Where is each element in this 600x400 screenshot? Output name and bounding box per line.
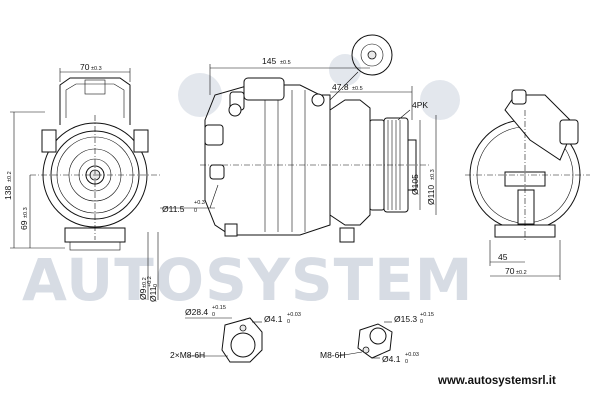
dim-pulley: Ø105 Ø110 ±0.3	[410, 115, 437, 215]
detail-flange-1	[185, 317, 263, 363]
dim-detail2-d2: Ø4.1 +0.03 0	[382, 352, 419, 365]
svg-text:Ø4.1: Ø4.1	[264, 314, 283, 324]
dim-center-offset: 47.8 ±0.5	[330, 82, 413, 120]
side-view	[200, 77, 430, 243]
dim-detail1-thread: 2×M8-6H	[170, 350, 205, 360]
svg-text:+0.15: +0.15	[212, 305, 226, 311]
svg-text:47.8: 47.8	[332, 82, 349, 92]
svg-text:45: 45	[498, 252, 508, 262]
svg-text:0: 0	[212, 312, 215, 318]
dim-detail1-d1: Ø28.4 +0.15 0	[185, 305, 226, 318]
svg-text:0: 0	[194, 208, 197, 214]
svg-text:Ø110: Ø110	[426, 185, 436, 205]
dim-detail2-d1: Ø15.3 +0.15 0	[394, 312, 434, 325]
svg-text:+0.03: +0.03	[405, 352, 419, 358]
website-url: www.autosystemsrl.it	[437, 375, 556, 387]
svg-text:+0.3: +0.3	[194, 200, 205, 206]
front-view	[30, 77, 160, 251]
svg-text:±0.5: ±0.5	[280, 60, 291, 66]
watermark-text: AUTOSYSTEM	[22, 246, 474, 314]
detail-port-icon	[329, 34, 393, 101]
svg-text:±0.3: ±0.3	[430, 169, 436, 180]
svg-text:Ø4.1: Ø4.1	[382, 354, 401, 364]
dim-left-width: 70 ±0.3	[59, 62, 131, 82]
svg-text:0: 0	[405, 359, 408, 365]
svg-text:Ø9: Ø9	[138, 288, 148, 300]
dim-left-height: 138 ±0.2	[3, 111, 65, 249]
svg-text:0: 0	[420, 319, 423, 325]
svg-text:2×M8-6H: 2×M8-6H	[170, 350, 205, 360]
svg-text:+0.15: +0.15	[420, 312, 434, 318]
svg-text:±0.2: ±0.2	[516, 270, 527, 276]
svg-text:Ø15.3: Ø15.3	[394, 314, 417, 324]
dim-detail2-thread: M8-6H	[320, 350, 346, 360]
svg-text:70: 70	[80, 62, 90, 72]
svg-text:±0.3: ±0.3	[91, 66, 102, 72]
svg-text:69: 69	[19, 220, 29, 230]
svg-text:70: 70	[505, 266, 515, 276]
dim-right-width: 70 ±0.2	[490, 240, 561, 280]
watermark-gear-icon	[178, 54, 460, 120]
svg-text:0: 0	[287, 319, 290, 325]
dim-right-45: 45	[489, 240, 525, 266]
svg-text:±0.3: ±0.3	[23, 207, 29, 218]
svg-text:±0.2: ±0.2	[7, 171, 13, 182]
detail-flange-2	[337, 321, 393, 359]
svg-text:Ø105: Ø105	[410, 174, 420, 195]
svg-text:±0.5: ±0.5	[352, 86, 363, 92]
svg-text:Ø28.4: Ø28.4	[185, 307, 208, 317]
svg-text:4PK: 4PK	[412, 100, 428, 110]
svg-text:±0.2: ±0.2	[142, 277, 148, 288]
label-belt: 4PK	[397, 100, 428, 121]
rear-view	[465, 89, 590, 240]
svg-text:M8-6H: M8-6H	[320, 350, 346, 360]
svg-text:Ø11: Ø11	[148, 286, 158, 302]
svg-text:138: 138	[3, 186, 13, 200]
dim-center-length: 145 ±0.5	[209, 56, 370, 95]
svg-text:145: 145	[262, 56, 276, 66]
svg-text:+0.2: +0.2	[147, 276, 153, 287]
svg-text:Ø11.5: Ø11.5	[162, 204, 185, 214]
svg-text:+0.03: +0.03	[287, 312, 301, 318]
dim-hole: Ø11.5 +0.3 0	[160, 184, 219, 214]
dim-bores: Ø9 ±0.2 Ø11 +0.2 0	[138, 232, 159, 302]
svg-text:0: 0	[153, 284, 159, 287]
dim-left-inner-height: 69 ±0.3	[19, 175, 31, 248]
dim-detail1-d2: Ø4.1 +0.03 0	[264, 312, 301, 325]
